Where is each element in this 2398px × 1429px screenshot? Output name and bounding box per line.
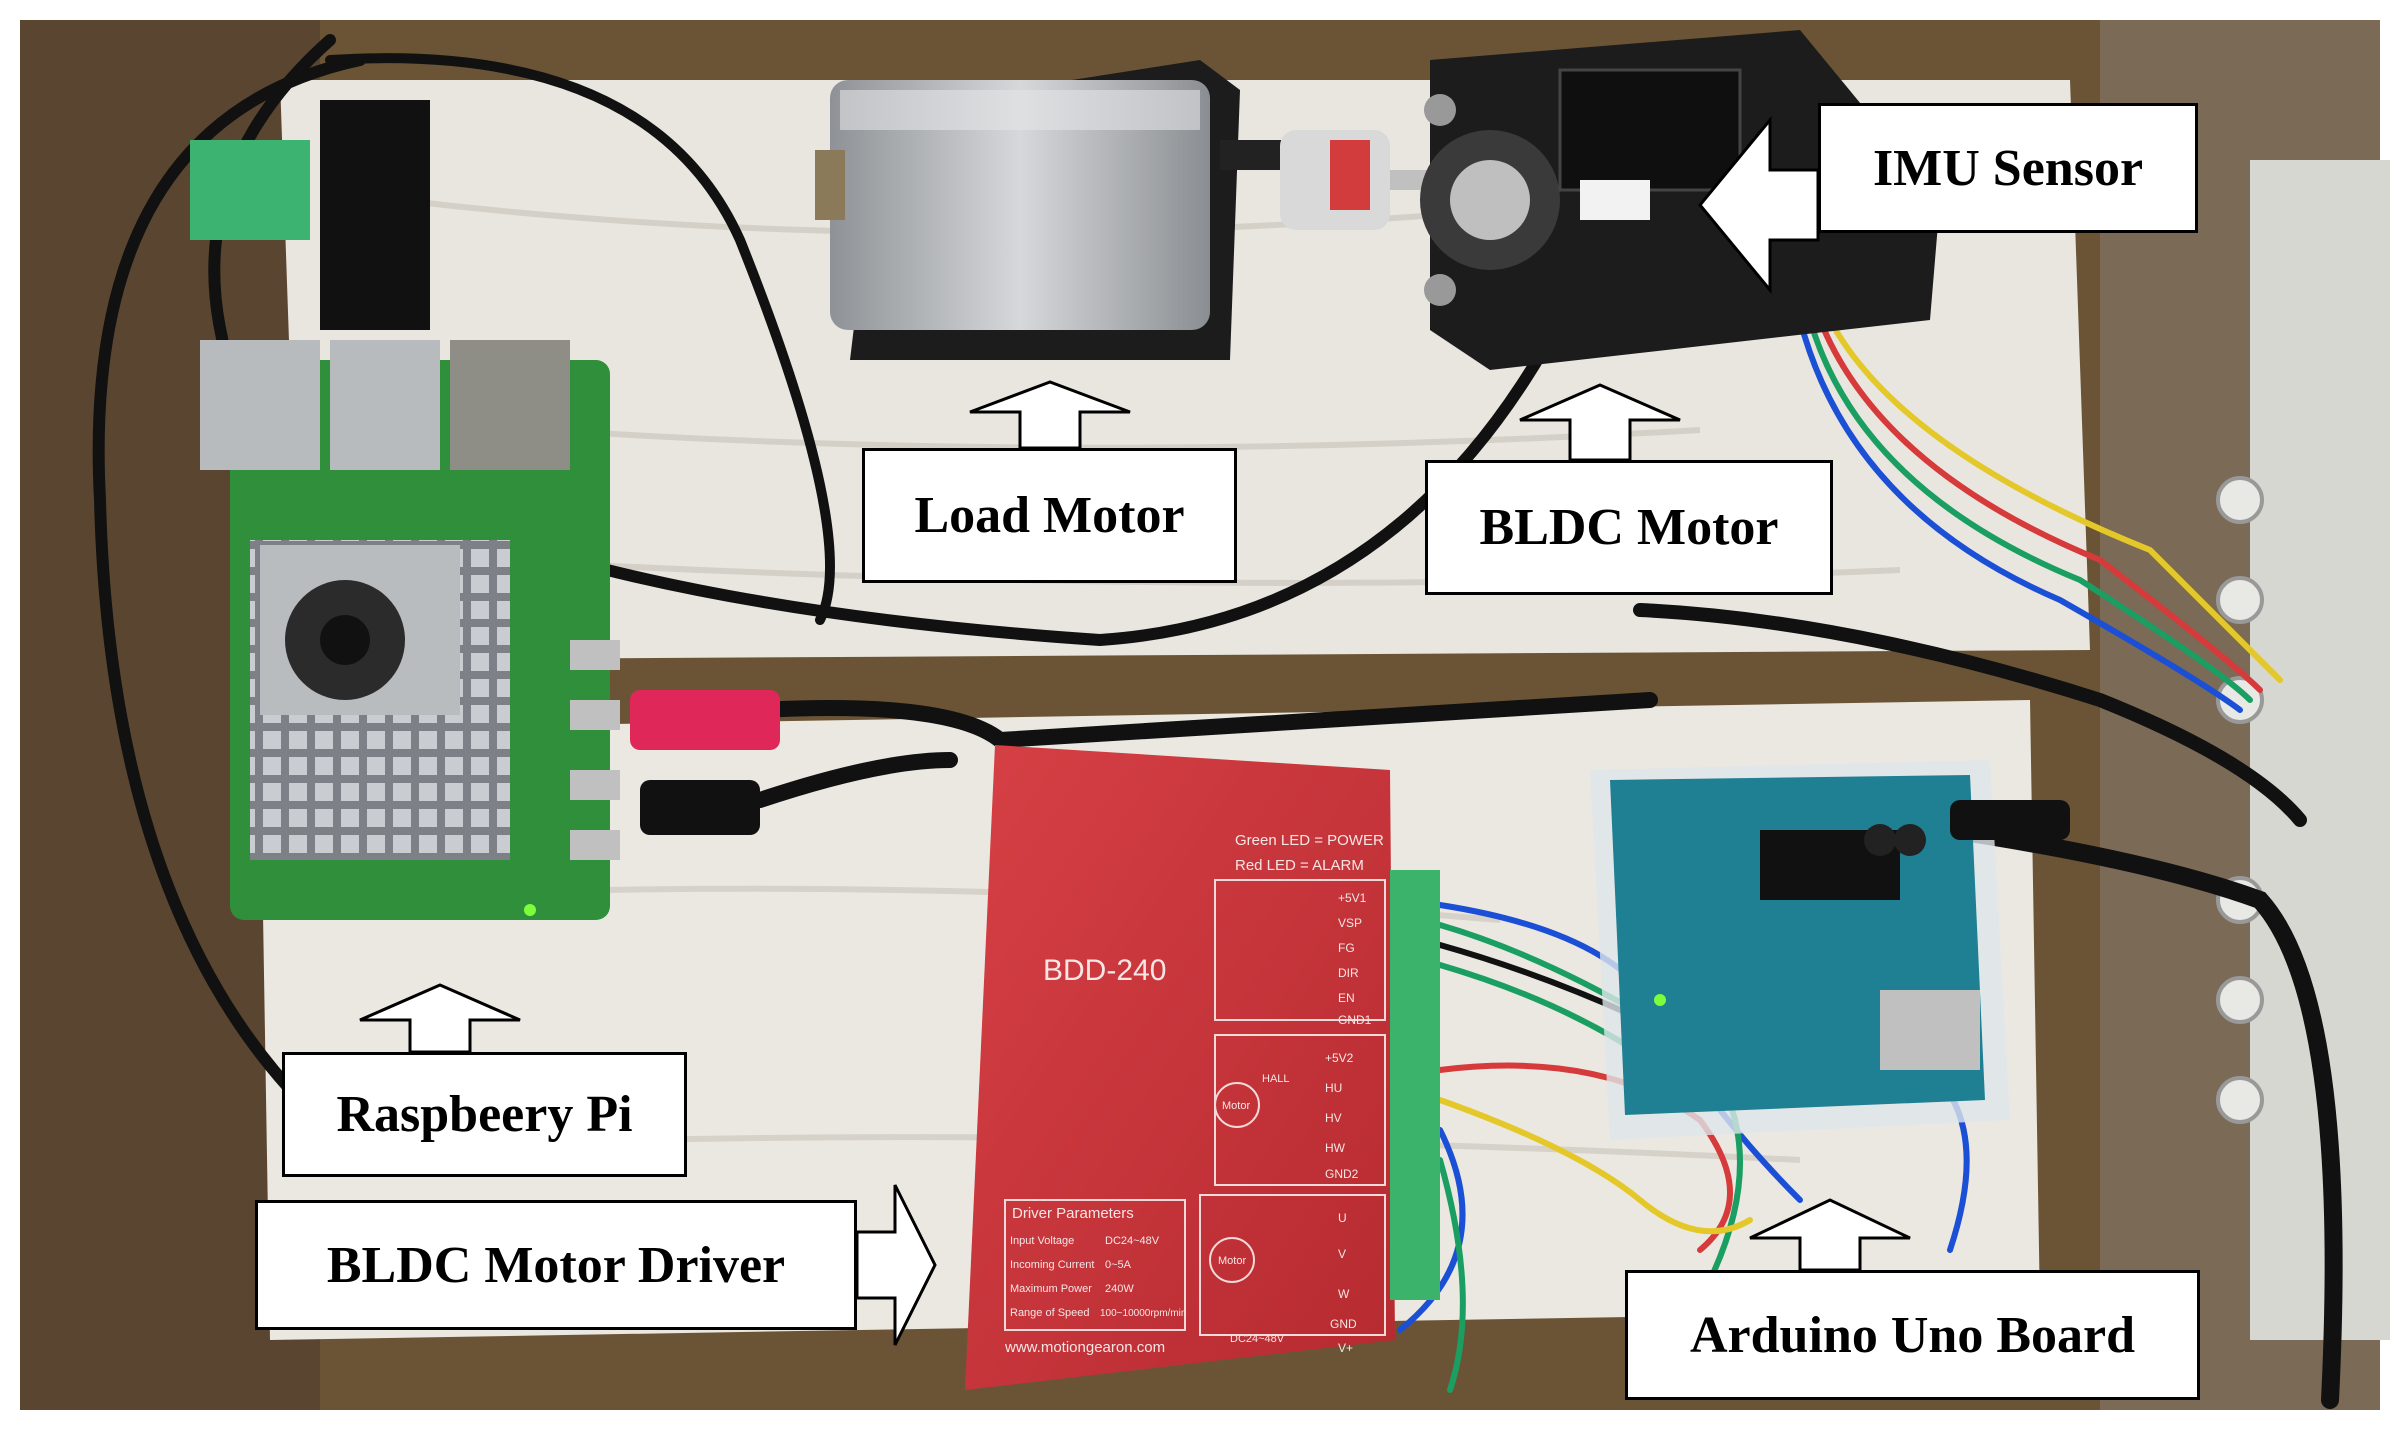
driver-model: BDD-240	[1043, 954, 1166, 987]
driver-params-title: Driver Parameters	[1012, 1205, 1134, 1222]
raspberry-pi	[190, 100, 780, 920]
driver-pin: HU	[1325, 1081, 1342, 1095]
imu-sensor-label: IMU Sensor	[1818, 103, 2198, 233]
bldc-motor-driver-label: BLDC Motor Driver	[255, 1200, 857, 1330]
bldc-motor	[1420, 30, 1940, 370]
black-cables	[92, 34, 2343, 1409]
driver-pin: V+	[1338, 1341, 1353, 1355]
driver-param-value: 100~10000rpm/min	[1100, 1308, 1186, 1319]
driver-led-green: Green LED = POWER	[1235, 832, 1384, 849]
driver-led-red: Red LED = ALARM	[1235, 857, 1364, 874]
driver-pin: +5V1	[1338, 891, 1367, 905]
driver-pin: DIR	[1338, 966, 1359, 980]
driver-motor-label: Motor	[1222, 1100, 1250, 1112]
driver-pin: W	[1338, 1287, 1350, 1301]
driver-param-name: Range of Speed	[1010, 1307, 1090, 1319]
load-motor	[815, 60, 1480, 360]
driver-arrow	[855, 1184, 937, 1346]
driver-param-value: DC24~48V	[1105, 1235, 1160, 1247]
driver-param-name: Input Voltage	[1010, 1235, 1074, 1247]
bldc-motor-driver: BDD-240 Green LED = POWER Red LED = ALAR…	[965, 745, 1440, 1390]
driver-motor-label-2: Motor	[1218, 1255, 1246, 1267]
driver-pin: EN	[1338, 991, 1355, 1005]
arduino-arrow	[1749, 1198, 1911, 1272]
bldc-motor-label: BLDC Motor	[1425, 460, 1833, 595]
driver-pin: VSP	[1338, 916, 1362, 930]
driver-param-name: Maximum Power	[1010, 1283, 1092, 1295]
driver-hall-label: HALL	[1262, 1073, 1290, 1085]
load-motor-label: Load Motor	[862, 448, 1237, 583]
power-strip	[2216, 160, 2390, 1340]
arduino-uno	[1590, 760, 2070, 1140]
imu-arrow	[1698, 115, 1820, 295]
driver-pin: GND	[1330, 1317, 1357, 1331]
driver-pin: GND2	[1325, 1167, 1359, 1181]
raspberry-pi-arrow	[359, 983, 521, 1054]
driver-pin: +5V2	[1325, 1051, 1354, 1065]
bldc-motor-arrow	[1519, 383, 1681, 462]
driver-param-name: Incoming Current	[1010, 1259, 1094, 1271]
driver-param-value: 0~5A	[1105, 1259, 1132, 1271]
arrows	[359, 115, 1911, 1346]
load-motor-arrow	[969, 380, 1131, 450]
driver-pin: V	[1338, 1247, 1346, 1261]
driver-param-value: 240W	[1105, 1283, 1134, 1295]
driver-supply: DC24~48V	[1230, 1333, 1285, 1345]
driver-pin: FG	[1338, 941, 1355, 955]
driver-pin: U	[1338, 1211, 1347, 1225]
driver-website: www.motiongearon.com	[1004, 1339, 1165, 1356]
raspberry-pi-label: Raspbeery Pi	[282, 1052, 687, 1177]
driver-pin: HV	[1325, 1111, 1342, 1125]
driver-pin: GND1	[1338, 1013, 1372, 1027]
driver-pin: HW	[1325, 1141, 1346, 1155]
arduino-uno-label: Arduino Uno Board	[1625, 1270, 2200, 1400]
